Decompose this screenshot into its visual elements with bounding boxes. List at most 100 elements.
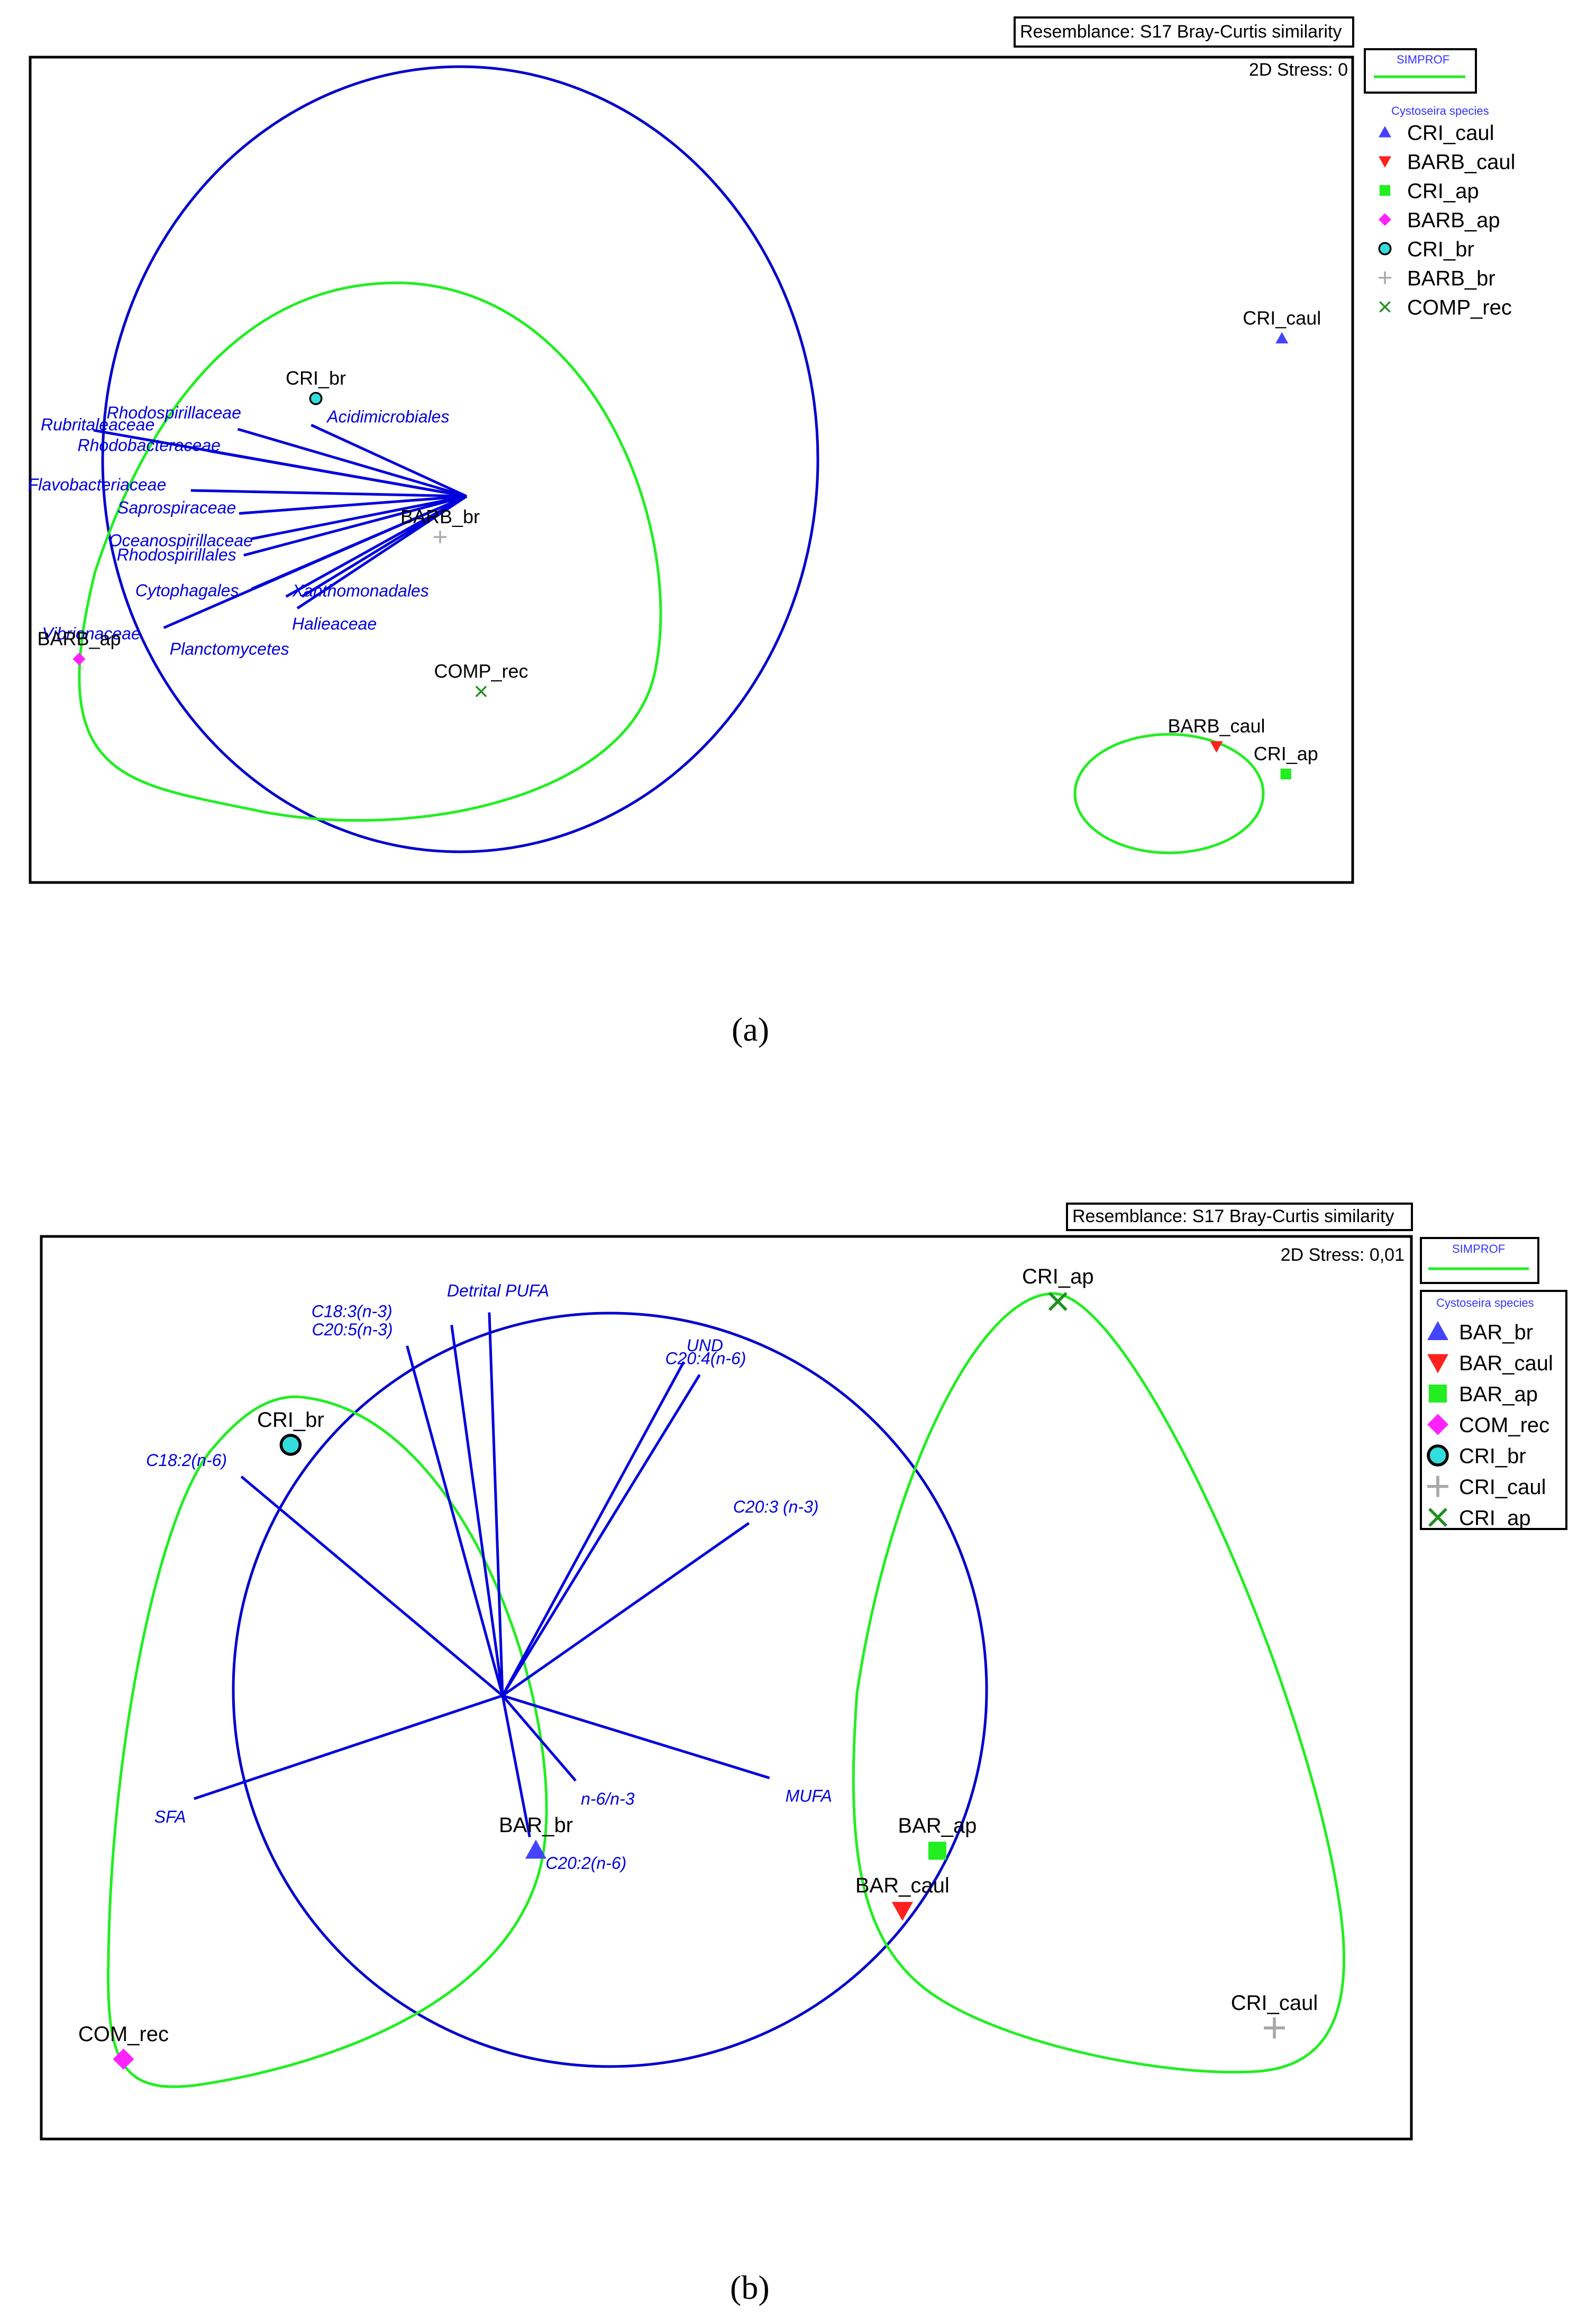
- legend-title-a: Cystoseira species: [1391, 104, 1489, 117]
- vector-label-und: UND: [687, 1336, 723, 1355]
- vector-label-sfa: SFA: [154, 1807, 186, 1826]
- vector-mufa: [502, 1694, 770, 1779]
- legend-item-bar-caul: BAR_caul: [1459, 1352, 1553, 1375]
- vector-planctomycetes: [285, 495, 468, 598]
- legend-a: CRI_caulBARB_caulCRI_apBARB_apCRI_brBARB…: [1378, 121, 1516, 319]
- vector-label-rhodobacteraceae: Rhodobacteraceae: [78, 435, 221, 454]
- vector-oceanospirillaceae: [251, 495, 467, 540]
- vector-label-c18-2-n-6: C18:2(n-6): [146, 1451, 227, 1470]
- point-label-cri-ap: CRI_ap: [1254, 743, 1318, 764]
- vector-n-6-n-3: [501, 1695, 577, 1782]
- legend-item-cri-ap: CRI_ap: [1459, 1506, 1531, 1530]
- vector-label-detrital-pufa: Detrital PUFA: [447, 1281, 549, 1300]
- point-cri-br: [279, 1434, 302, 1456]
- point-label-comp-rec: COMP_rec: [434, 660, 528, 682]
- panel-label-a: (a): [732, 1011, 769, 1048]
- legend-item-bar-ap: BAR_ap: [1459, 1382, 1538, 1406]
- vector-label-rhodospirillaceae: Rhodospirillaceae: [107, 403, 241, 422]
- plot-frame-b: [40, 1235, 1413, 2141]
- point-label-cri-caul: CRI_caul: [1231, 1991, 1318, 2015]
- point-label-barb-br: BARB_br: [400, 506, 480, 527]
- vector-label-n-6-n-3: n-6/n-3: [581, 1789, 635, 1808]
- vector-label-saprospiraceae: Saprospiraceae: [117, 498, 236, 517]
- vector-label-vibrionaceae: Vibrionaceae: [42, 624, 141, 643]
- simprof-label-b: SIMPROF: [1452, 1242, 1505, 1255]
- vector-sfa: [193, 1694, 503, 1800]
- vector-label-halieaceae: Halieaceae: [292, 614, 377, 633]
- point-label-cri-br: CRI_br: [286, 367, 346, 389]
- resemblance-box-a: [1014, 16, 1354, 48]
- resemblance-box-b: [1066, 1203, 1413, 1231]
- legend-marker-cri-caul: [1379, 126, 1391, 138]
- legend-b: BAR_brBAR_caulBAR_apCOM_recCRI_brCRI_cau…: [1427, 1321, 1553, 1530]
- legend-marker-cri-ap: [1428, 1508, 1447, 1527]
- similarity-circle-b: [232, 1312, 988, 2068]
- vector-saprospiraceae: [239, 495, 467, 515]
- vector-rhodospirillales: [243, 495, 467, 557]
- legend-item-bar-br: BAR_br: [1459, 1321, 1533, 1344]
- vector-rhodospirillaceae: [237, 427, 467, 498]
- vector-halieaceae: [296, 495, 468, 609]
- resemblance-label-a: Resemblance: S17 Bray-Curtis similarity: [1020, 22, 1342, 42]
- point-bar-caul: [891, 1901, 913, 1921]
- legend-item-cri-caul: CRI_caul: [1459, 1476, 1546, 1499]
- simprof-box-b: [1420, 1237, 1539, 1284]
- vector-vibrionaceae: [163, 495, 467, 629]
- point-label-cri-ap: CRI_ap: [1022, 1265, 1094, 1288]
- vector-und: [501, 1361, 685, 1697]
- legend-marker-bar-ap: [1429, 1385, 1447, 1403]
- point-cri-ap: [1048, 1292, 1068, 1312]
- panel-b: Resemblance: S17 Bray-Curtis similarity …: [40, 1203, 1567, 2306]
- panel-label-b: (b): [730, 2269, 770, 2306]
- simprof-group-small-a: [1073, 733, 1265, 854]
- point-label-bar-br: BAR_br: [499, 1814, 573, 1837]
- point-cri-caul: [1275, 332, 1289, 344]
- points-a: CRI_caulBARB_caulCRI_apBARB_apCRI_brBARB…: [37, 307, 1321, 780]
- legend-marker-cri-caul: [1427, 1476, 1448, 1497]
- vector-c20-5-n-3: [406, 1345, 504, 1696]
- simprof-group-large-a: [78, 281, 662, 822]
- simprof-box-a: [1364, 48, 1477, 94]
- vector-label-c20-4-n-6: C20:4(n-6): [665, 1349, 746, 1368]
- legend-marker-barb-br: [1379, 271, 1391, 284]
- legend-item-barb-ap: BARB_ap: [1407, 208, 1500, 232]
- legend-marker-barb-caul: [1379, 156, 1391, 168]
- point-comp-rec: [475, 686, 487, 697]
- simprof-group-right-b: [852, 1292, 1346, 2074]
- simprof-group-left-b: [107, 1395, 548, 2088]
- legend-item-barb-caul: BARB_caul: [1407, 150, 1516, 174]
- point-label-barb-ap: BARB_ap: [37, 628, 121, 650]
- vector-label-c20-5-n-3: C20:5(n-3): [312, 1320, 393, 1339]
- panel-a: Resemblance: S17 Bray-Curtis similarity …: [28, 16, 1516, 1048]
- vector-flavobacteriaceae: [190, 489, 467, 498]
- legend-marker-bar-caul: [1427, 1354, 1448, 1373]
- legend-marker-comp-rec: [1379, 301, 1391, 313]
- vector-label-oceanospirillaceae: Oceanospirillaceae: [109, 531, 253, 550]
- vector-label-cytophagales: Cytophagales: [135, 581, 239, 600]
- resemblance-label-b: Resemblance: S17 Bray-Curtis similarity: [1072, 1206, 1394, 1226]
- legend-item-cri-br: CRI_br: [1459, 1444, 1526, 1468]
- point-bar-ap: [928, 1842, 946, 1860]
- legend-box-b: [1420, 1290, 1567, 1530]
- point-label-bar-caul: BAR_caul: [855, 1874, 950, 1897]
- vector-rhodobacteraceae: [208, 449, 467, 498]
- vector-c18-2-n-6: [240, 1475, 504, 1697]
- similarity-circle-a: [101, 65, 819, 853]
- vector-label-acidimicrobiales: Acidimicrobiales: [326, 407, 449, 426]
- point-barb-ap: [72, 652, 86, 666]
- point-cri-br: [309, 392, 323, 405]
- point-barb-caul: [1210, 741, 1223, 753]
- point-barb-br: [434, 531, 446, 544]
- vector-c20-3-n-3: [501, 1522, 750, 1697]
- vector-c20-2-n-6: [501, 1695, 531, 1837]
- legend-marker-barb-ap: [1379, 213, 1391, 226]
- vector-c20-4-n-6: [501, 1374, 701, 1697]
- vector-label-rubritaleaceae: Rubritaleaceae: [41, 415, 154, 434]
- point-cri-caul: [1264, 2017, 1285, 2039]
- vector-label-planctomycetes: Planctomycetes: [170, 640, 289, 659]
- legend-item-comp-rec: COMP_rec: [1407, 296, 1512, 319]
- legend-item-cri-ap: CRI_ap: [1407, 179, 1479, 203]
- stress-label-b: 2D Stress: 0,01: [1281, 1245, 1405, 1265]
